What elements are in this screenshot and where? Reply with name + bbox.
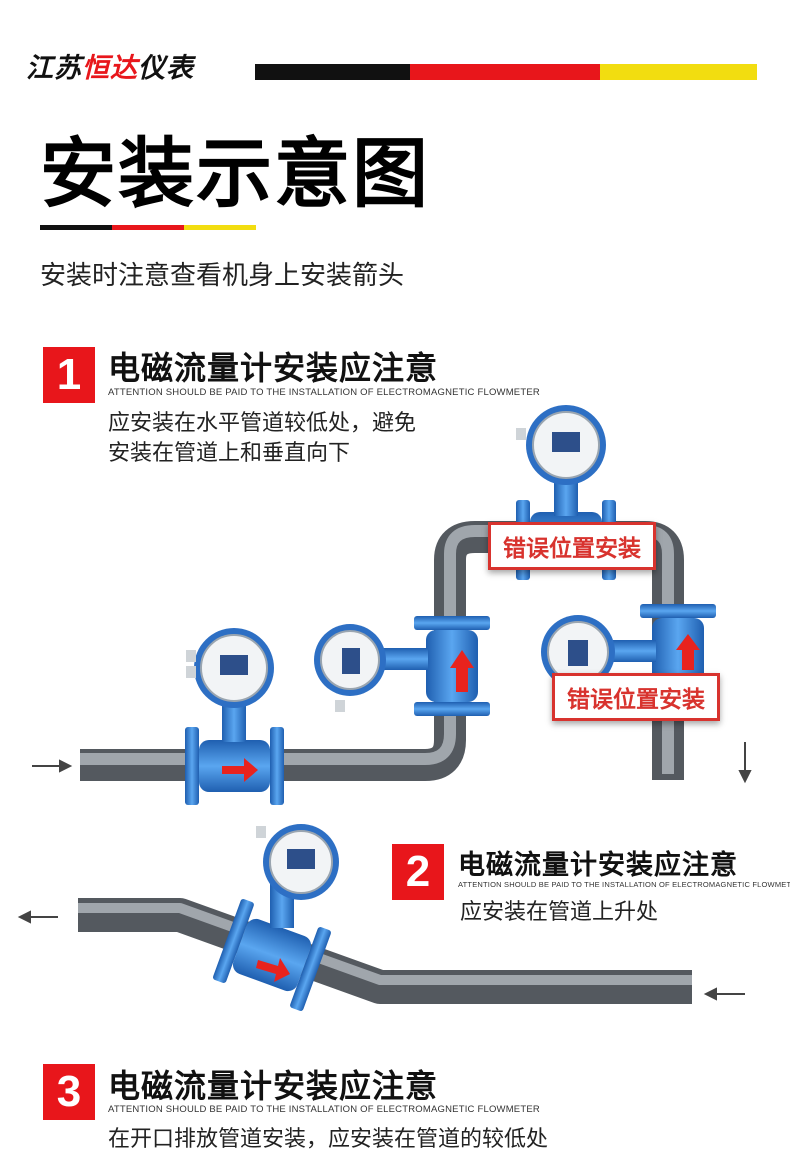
flow-arrow-out xyxy=(17,910,58,924)
section-number-3: 3 xyxy=(43,1064,95,1120)
brand-logo: 江苏恒达仪表 xyxy=(26,53,194,84)
header-bar-yellow xyxy=(600,64,757,80)
flowmeter-correct-1 xyxy=(185,628,284,805)
warning-label-right: 错误位置安装 xyxy=(552,673,720,721)
section-desc-3: 在开口排放管道安装，应安装在管道的较低处 xyxy=(108,1127,549,1152)
section-desc-1-line1: 应安装在水平管道较低处，避免 xyxy=(108,411,417,436)
flowmeter-2-head xyxy=(256,824,339,982)
section-desc-2: 应安装在管道上升处 xyxy=(460,900,659,925)
flowmeter-correct-2 xyxy=(213,899,331,1011)
title-underline-black xyxy=(40,225,112,230)
page-subtitle: 安装时注意查看机身上安装箭头 xyxy=(40,261,405,291)
warning-label-top: 错误位置安装 xyxy=(488,522,656,570)
header-bar-black xyxy=(255,64,410,80)
section-title-en-2: ATTENTION SHOULD BE PAID TO THE INSTALLA… xyxy=(458,880,790,889)
flow-arrow-in-2 xyxy=(703,987,745,1001)
section-title-en-1: ATTENTION SHOULD BE PAID TO THE INSTALLA… xyxy=(108,387,540,398)
section-title-1: 电磁流量计安装应注意 xyxy=(108,349,439,387)
title-underline-red xyxy=(112,225,184,230)
flow-arrow-in xyxy=(32,759,73,773)
section-number-2: 2 xyxy=(392,844,444,900)
page-title: 安装示意图 xyxy=(40,129,430,218)
flowmeter-vertical-rising xyxy=(314,616,490,716)
header-bar-red xyxy=(410,64,600,80)
section-title-en-3: ATTENTION SHOULD BE PAID TO THE INSTALLA… xyxy=(108,1104,540,1115)
section-title-3: 电磁流量计安装应注意 xyxy=(108,1067,439,1105)
flow-arrow-down xyxy=(738,742,752,784)
title-underline-yellow xyxy=(184,225,256,230)
section-desc-1-line2: 安装在管道上和垂直向下 xyxy=(108,441,351,466)
section-title-2: 电磁流量计安装应注意 xyxy=(458,850,738,881)
section-number-1: 1 xyxy=(43,347,95,403)
pipe-system-1 xyxy=(80,521,684,781)
